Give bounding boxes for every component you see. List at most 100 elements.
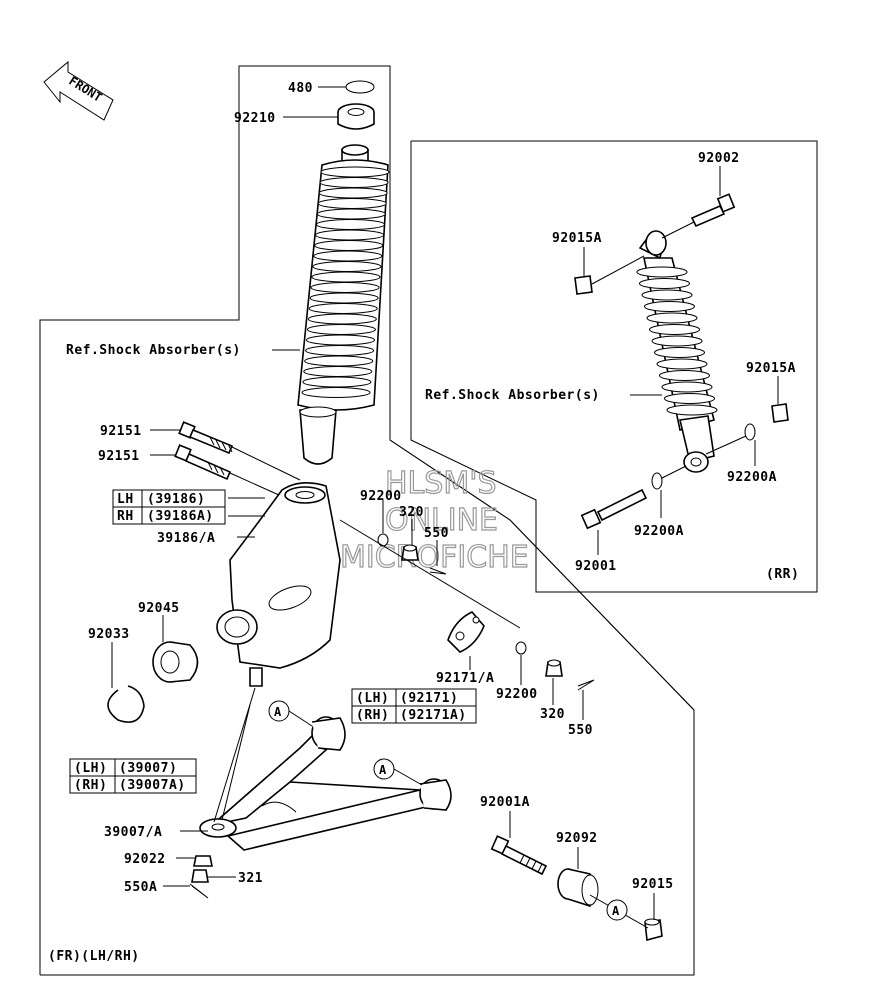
label-321: 321 bbox=[238, 871, 263, 886]
boot-rib bbox=[310, 282, 380, 293]
label-39007a: 39007/A bbox=[104, 825, 162, 840]
boot-rib bbox=[312, 261, 382, 272]
boot-rib bbox=[315, 229, 385, 241]
label-320-top: 320 bbox=[399, 505, 424, 520]
table-knuckle-side-1: LH bbox=[117, 492, 134, 507]
boot-rib bbox=[304, 355, 374, 367]
spring-coil bbox=[644, 301, 695, 312]
nut-321 bbox=[191, 869, 209, 883]
front-shock-absorber bbox=[297, 80, 390, 465]
spring-coil bbox=[661, 381, 713, 393]
boot-ribs bbox=[301, 166, 390, 398]
label-ref-shock-front: Ref.Shock Absorber(s) bbox=[66, 343, 241, 358]
ring-480 bbox=[345, 80, 375, 94]
label-rr-note: (RR) bbox=[766, 567, 799, 582]
label-92015a-top: 92015A bbox=[552, 231, 602, 246]
bolt-92001A bbox=[490, 835, 548, 876]
table-knuckle: LH (39186) RH (39186A) bbox=[112, 489, 226, 525]
boot-rib bbox=[320, 166, 390, 178]
bolt-92151-upper bbox=[178, 421, 234, 455]
pin-92171 bbox=[447, 611, 485, 653]
table-pin-side-2: (RH) bbox=[356, 708, 389, 723]
spring-coil bbox=[649, 324, 700, 335]
spring-coil bbox=[654, 347, 705, 358]
svg-text:A: A bbox=[379, 763, 387, 777]
rear-shock-absorber bbox=[636, 230, 718, 473]
label-92045: 92045 bbox=[138, 601, 180, 616]
boot-rib bbox=[307, 313, 377, 325]
label-550-bottom: 550 bbox=[568, 723, 593, 738]
callout-a-3: A bbox=[606, 899, 628, 921]
watermark: HLSM'S ONLINE MICROFICHE bbox=[339, 465, 529, 575]
washer-92200A-bottom bbox=[651, 472, 663, 490]
bolt-92001 bbox=[580, 488, 648, 530]
boot-rib bbox=[314, 240, 384, 251]
nut-92015A-right bbox=[771, 403, 789, 423]
label-92151-a: 92151 bbox=[100, 424, 142, 439]
label-92171a: 92171/A bbox=[436, 671, 494, 686]
bearing-92045 bbox=[152, 641, 199, 683]
boot-rib bbox=[303, 366, 373, 377]
label-39186a: 39186/A bbox=[157, 531, 215, 546]
table-knuckle-side-2: RH bbox=[117, 509, 134, 524]
table-knuckle-part-1: (39186) bbox=[147, 492, 205, 507]
snap-ring-92033 bbox=[107, 685, 145, 723]
table-arm-part-2: (39007A) bbox=[119, 778, 186, 793]
boot-rib bbox=[306, 334, 376, 346]
label-92001: 92001 bbox=[575, 559, 617, 574]
spring-coil bbox=[639, 278, 690, 289]
boot-rib bbox=[302, 376, 372, 388]
nut-92015A-top bbox=[574, 275, 593, 295]
bolt-92151-lower bbox=[174, 444, 232, 481]
nut-92015 bbox=[644, 918, 663, 942]
nut-92022 bbox=[193, 855, 213, 867]
spring-coil bbox=[641, 289, 693, 301]
washer-92200-bottom bbox=[515, 641, 527, 655]
label-92015: 92015 bbox=[632, 877, 674, 892]
label-92033: 92033 bbox=[88, 627, 130, 642]
label-92022: 92022 bbox=[124, 852, 166, 867]
boot-rib bbox=[316, 208, 386, 220]
nut-92210 bbox=[337, 103, 375, 130]
steering-knuckle bbox=[216, 482, 341, 687]
boot-rib bbox=[318, 187, 388, 199]
label-92001a: 92001A bbox=[480, 795, 530, 810]
table-pin-part-1: (92171) bbox=[400, 691, 458, 706]
washer-92200A-right bbox=[744, 423, 756, 441]
boot-rib bbox=[311, 271, 381, 283]
spring-coil bbox=[646, 312, 698, 324]
boot-rib bbox=[313, 250, 383, 262]
label-550a: 550A bbox=[124, 880, 157, 895]
rear-spring-coils bbox=[636, 266, 718, 416]
boot-rib bbox=[301, 387, 371, 398]
table-knuckle-part-2: (39186A) bbox=[147, 509, 214, 524]
cotter-pin-550-top bbox=[429, 567, 447, 575]
callout-a-1: A bbox=[268, 700, 313, 727]
bushing-92092 bbox=[557, 868, 599, 907]
svg-text:A: A bbox=[612, 904, 620, 918]
table-arm-side-1: (LH) bbox=[74, 761, 107, 776]
spring-coil bbox=[666, 404, 718, 416]
front-frame-right-step bbox=[389, 439, 695, 711]
label-92002: 92002 bbox=[698, 151, 740, 166]
svg-text:A: A bbox=[274, 705, 282, 719]
boot-rib bbox=[315, 219, 385, 230]
boot-rib bbox=[317, 198, 387, 209]
table-pin-side-1: (LH) bbox=[356, 691, 389, 706]
table-arm: (LH) (39007) (RH) (39007A) bbox=[69, 758, 197, 794]
label-92210: 92210 bbox=[234, 111, 276, 126]
spring-coil bbox=[664, 393, 715, 404]
label-92151-b: 92151 bbox=[98, 449, 140, 464]
spring-coil bbox=[651, 335, 703, 347]
table-pin: (LH) (92171) (RH) (92171A) bbox=[351, 688, 477, 724]
callout-a-2: A bbox=[373, 758, 423, 786]
rear-assembly-frame bbox=[410, 140, 818, 593]
nut-320-top bbox=[401, 544, 419, 561]
cotter-pin-550A bbox=[189, 883, 209, 899]
bolt-92002 bbox=[690, 193, 736, 228]
table-pin-part-2: (92171A) bbox=[400, 708, 467, 723]
boot-rib bbox=[305, 345, 375, 356]
label-92200-bottom: 92200 bbox=[496, 687, 538, 702]
spring-coil bbox=[636, 266, 688, 278]
label-480: 480 bbox=[288, 81, 313, 96]
